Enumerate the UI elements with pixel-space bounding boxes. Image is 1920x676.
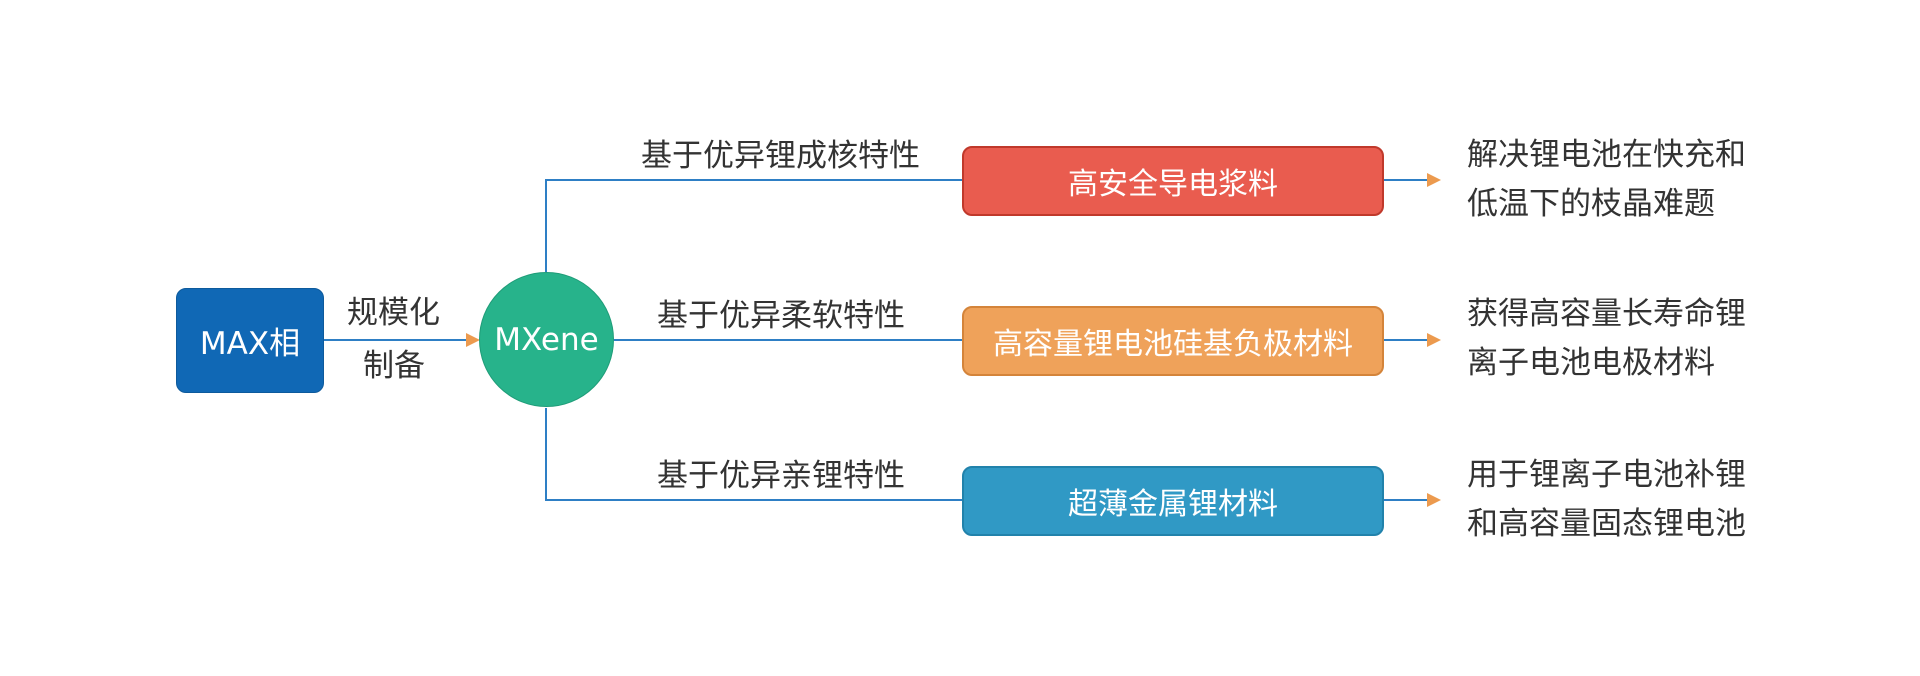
max-phase-node: MAX相 — [176, 288, 324, 393]
branch-1-product-node: 高安全导电浆料 — [962, 146, 1384, 216]
mxene-hub-label: MXene — [494, 321, 599, 358]
branch-1-property-label: 基于优异锂成核特性 — [641, 138, 920, 174]
branch-1-result-line1: 解决锂电池在快充和 — [1467, 137, 1746, 173]
branch-1-result-line2: 低温下的枝晶难题 — [1467, 186, 1715, 222]
branch-1-result-arrowhead — [1427, 173, 1441, 187]
branch-2-product-label: 高容量锂电池硅基负极材料 — [993, 327, 1353, 362]
step-label-line2: 制备 — [363, 348, 425, 384]
branch-2-result-line1: 获得高容量长寿命锂 — [1467, 296, 1746, 332]
step-label-line1: 规模化 — [347, 295, 440, 331]
branch-3-result-line1: 用于锂离子电池补锂 — [1467, 457, 1746, 493]
mxene-hub-node: MXene — [479, 272, 614, 407]
branch-1-connector — [545, 179, 962, 272]
branch-3-product-label: 超薄金属锂材料 — [1068, 487, 1278, 522]
branch-3-connector — [545, 408, 962, 501]
branch-3-result-text: 用于锂离子电池补锂 和高容量固态锂电池 — [1467, 451, 1746, 549]
max-to-mxene-arrowhead — [466, 333, 480, 347]
branch-2-property-label: 基于优异柔软特性 — [657, 298, 905, 334]
branch-2-product-node: 高容量锂电池硅基负极材料 — [962, 306, 1384, 376]
branch-1-product-label: 高安全导电浆料 — [1068, 167, 1278, 202]
max-phase-label: MAX相 — [199, 326, 301, 362]
branch-3-result-arrowhead — [1427, 493, 1441, 507]
branch-3-result-line2: 和高容量固态锂电池 — [1467, 506, 1746, 542]
branch-3-property-label: 基于优异亲锂特性 — [657, 458, 905, 494]
branch-2-result-arrowhead — [1427, 333, 1441, 347]
branch-3-product-node: 超薄金属锂材料 — [962, 466, 1384, 536]
branch-2-result-line2: 离子电池电极材料 — [1467, 345, 1715, 381]
branch-2-result-text: 获得高容量长寿命锂 离子电池电极材料 — [1467, 290, 1746, 388]
branch-1-result-text: 解决锂电池在快充和 低温下的枝晶难题 — [1467, 131, 1746, 229]
